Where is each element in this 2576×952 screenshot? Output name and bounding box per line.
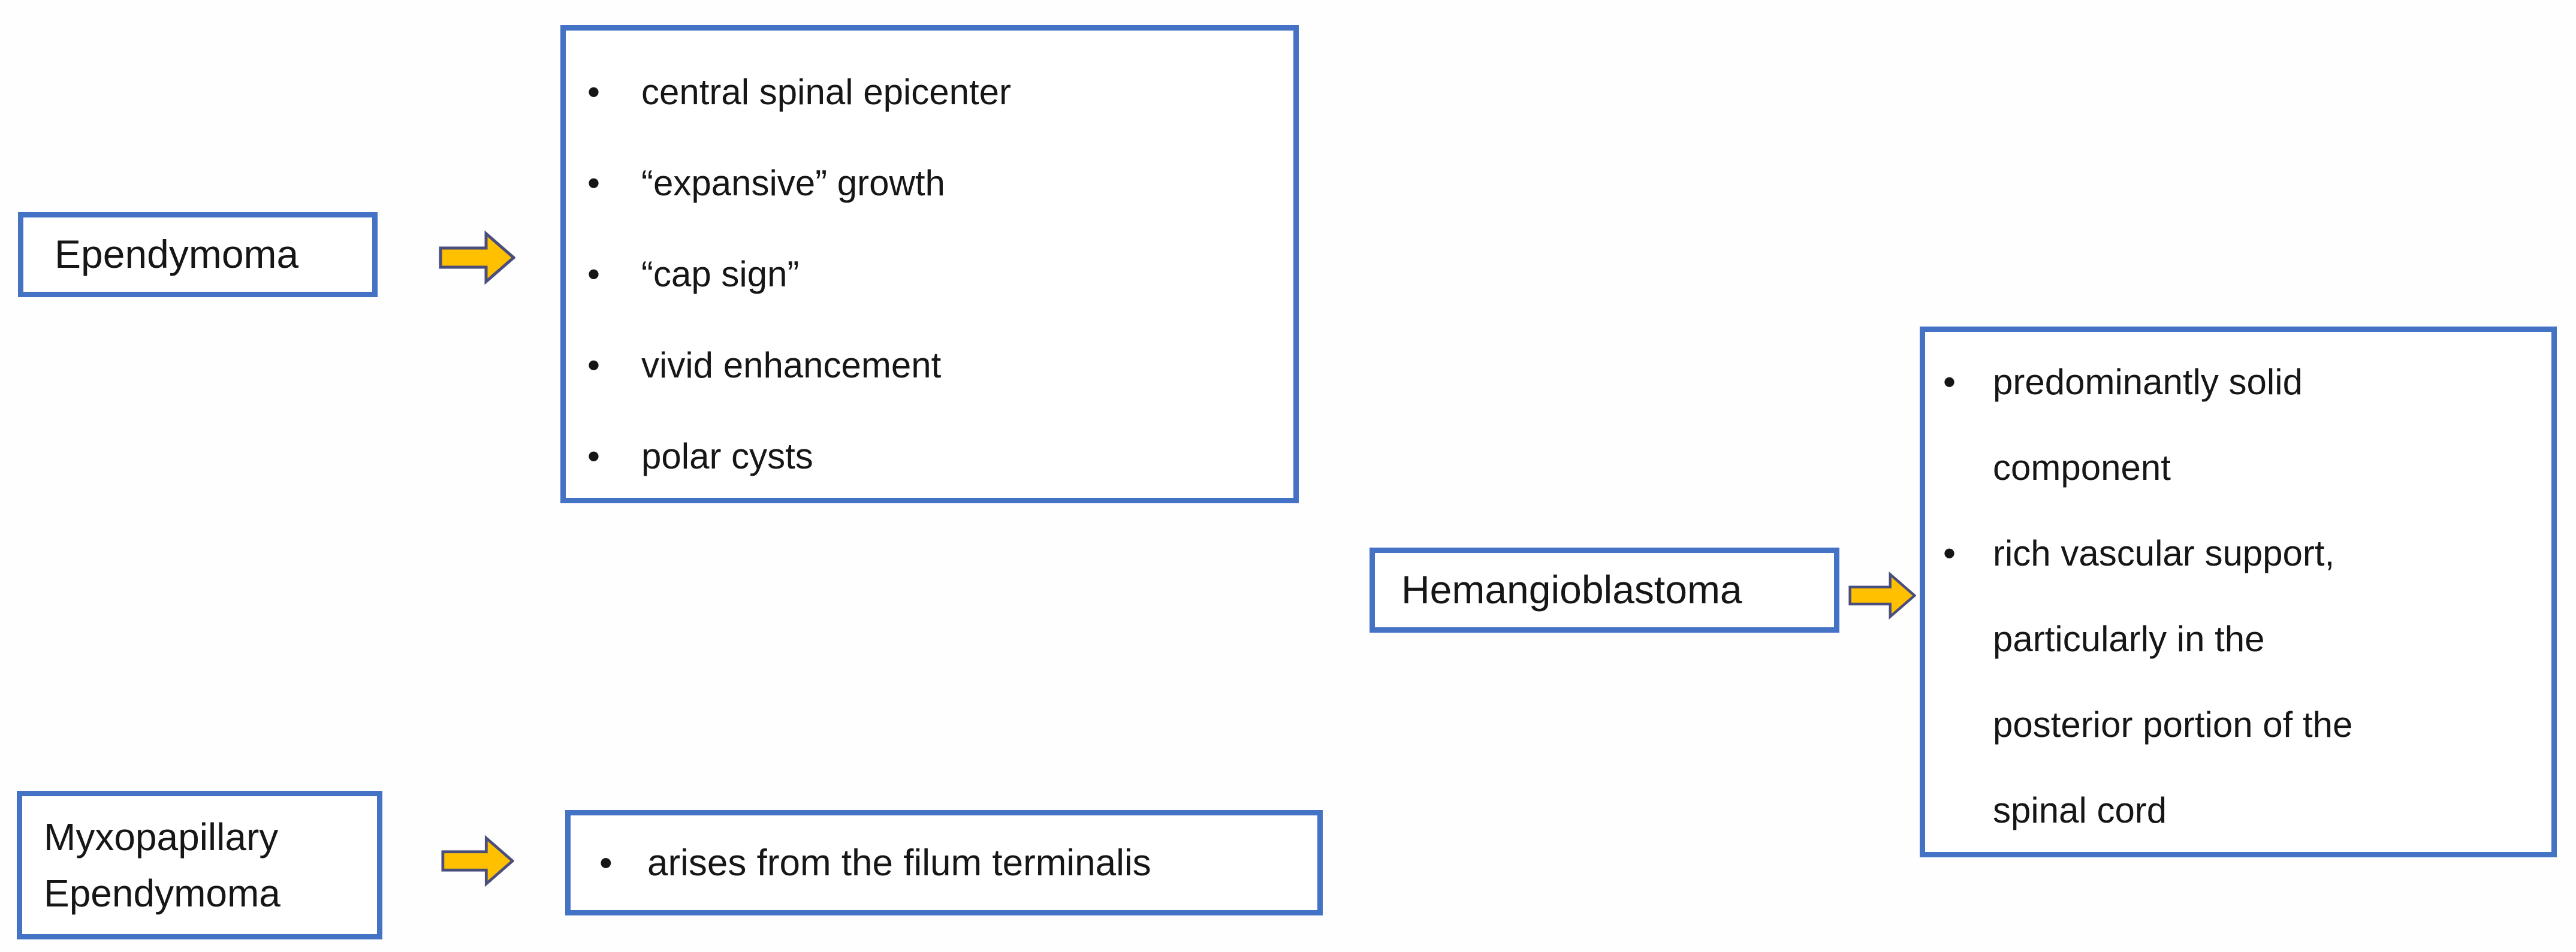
bullet-item: • “cap sign” xyxy=(578,228,1281,319)
bullet-text: central spinal epicenter xyxy=(641,71,1012,112)
bullet-item-continuation: particularly in the xyxy=(1937,596,2542,682)
ependymoma-features-box: • central spinal epicenter • “expansive”… xyxy=(560,25,1299,503)
hemangioblastoma-label: Hemangioblastoma xyxy=(1401,567,1742,612)
bullet-text: arises from the filum terminalis xyxy=(647,842,1151,884)
bullet-marker: • xyxy=(1943,362,1956,402)
bullet-marker: • xyxy=(587,436,601,476)
hemangioblastoma-features-box: • predominantly solid component • rich v… xyxy=(1920,327,2557,857)
bullet-item-continuation: spinal cord xyxy=(1937,767,2542,853)
bullet-marker: • xyxy=(1943,533,1956,573)
bullet-text: polar cysts xyxy=(641,436,813,476)
myxopapillary-ependymoma-label-box: Myxopapillary Ependymoma xyxy=(17,791,382,939)
myxopapillary-features-box: • arises from the filum terminalis xyxy=(565,810,1323,915)
bullet-text: “cap sign” xyxy=(641,253,800,294)
bullet-text: vivid enhancement xyxy=(641,344,942,385)
hemangioblastoma-right-arrow-icon xyxy=(1848,571,1916,620)
bullet-item: • central spinal epicenter xyxy=(578,46,1281,137)
bullet-item: • vivid enhancement xyxy=(578,319,1281,410)
myxopapillary-ependymoma-label: Myxopapillary Ependymoma xyxy=(44,815,280,915)
bullet-text: rich vascular support, xyxy=(1993,533,2335,573)
bullet-text: “expansive” growth xyxy=(641,162,945,203)
bullet-marker: • xyxy=(587,253,601,294)
bullet-text: component xyxy=(1993,448,2171,488)
bullet-text: predominantly solid xyxy=(1993,362,2303,402)
bullet-marker: • xyxy=(587,162,601,203)
bullet-item: • rich vascular support, xyxy=(1937,510,2542,596)
bullet-marker: • xyxy=(587,344,601,385)
bullet-item-continuation: posterior portion of the xyxy=(1937,682,2542,767)
bullet-text: posterior portion of the xyxy=(1993,705,2353,745)
bullet-item: • predominantly solid xyxy=(1937,339,2542,425)
ependymoma-label-box: Ependymoma xyxy=(18,212,378,297)
bullet-item-continuation: component xyxy=(1937,425,2542,510)
bullet-item: • polar cysts xyxy=(578,410,1281,501)
bullet-marker: • xyxy=(599,842,613,884)
ependymoma-label: Ependymoma xyxy=(55,232,299,277)
bullet-text: spinal cord xyxy=(1993,790,2167,830)
ependymoma-right-arrow-icon xyxy=(439,230,515,285)
myxopapillary-right-arrow-icon xyxy=(441,835,514,887)
hemangioblastoma-label-box: Hemangioblastoma xyxy=(1370,548,1839,633)
bullet-text: particularly in the xyxy=(1993,619,2265,659)
bullet-item: • “expansive” growth xyxy=(578,137,1281,228)
bullet-marker: • xyxy=(587,71,601,112)
